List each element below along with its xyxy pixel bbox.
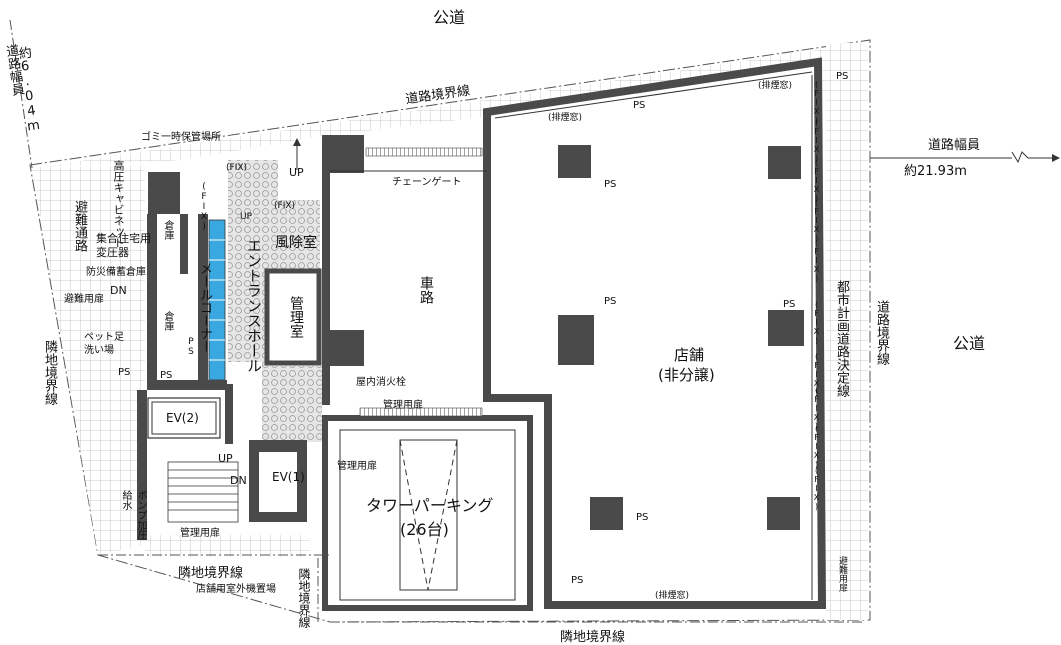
storage1-label: 倉庫 [162,220,173,240]
mgmt-room-label: 管理室 [288,296,304,338]
chain-gate-bar [365,147,483,157]
fire-storage-label: 防災備蓄倉庫 [86,267,146,278]
mgmt-door-label-2: 管理用扉 [383,400,423,411]
store-label: 店舗 [674,346,705,364]
up-small-label: UP [240,212,253,222]
fix-label-b: (FIX) [274,201,296,211]
up-top-label: UP [289,166,304,179]
wall [322,135,330,405]
road-width-right-1: 道路幅員 [928,138,981,153]
driveway-label: 車路 [418,276,434,304]
neighbor-boundary-bottom: 隣地境界線 [560,630,626,645]
high-voltage-cabinet: 高圧キャビネット [112,160,125,248]
fix-r4: (FIX) [812,198,821,243]
fix-label-c: (FIX) [199,182,209,232]
windbreak-room-label: 風除室 [275,235,317,251]
column [768,146,801,179]
tower-parking-count: (26台) [400,520,449,539]
smoke-window-1: (排煙窓) [548,113,583,123]
fix-r2: (FIX) [812,118,821,163]
column [768,310,804,346]
site-boundary [29,39,871,623]
fix-r9: (FIX) [812,424,821,469]
mgmt-room-box [264,268,322,366]
mgmt-door-label-1: 管理用扉 [180,528,220,539]
tower-parking-label: タワーパーキング [366,496,494,515]
road-width-right-2: 約21.93m [904,164,967,179]
entrance-hall-label: エントランスホール [245,238,263,373]
paving-bottom [145,535,310,557]
fix-r8: (FIX) [812,386,821,431]
neighbor-boundary-bottom-left: 隣地境界線 [178,566,244,581]
road-boundary-right: 道路境界線 [874,300,889,365]
ps-label-2: PS [160,370,173,381]
ps-label-1: PS [118,367,131,378]
store-note: (非分譲) [658,366,715,384]
mgmt-door-label-3: 管理用扉 [337,461,377,472]
garbage-storage: ゴミ一時保管場所 [141,132,221,143]
ev2-label: EV(2) [166,411,199,425]
outdoor-units-label: 店舗用室外機置場 [196,584,276,595]
wall [322,330,364,366]
fix-r10: (FIX) [812,466,821,511]
fix-r3: (FIX) [812,158,821,203]
tower-parking-box [322,415,533,611]
stairs [167,461,239,523]
ps-store-4: PS [636,512,649,523]
paving-top [32,42,868,168]
dn1-label: DN [110,284,127,297]
fix-r5: (FIX) [812,238,821,283]
paving-left [32,165,145,555]
fix-r6: (FIX) [812,300,821,345]
fix-label-a: (FIX) [226,163,248,173]
smoke-window-2: (排煙窓) [758,81,793,91]
neighbor-boundary-left: 隣地境界線 [42,340,57,405]
ev2-box [147,397,221,439]
planned-road-line: 都市計画道路決定線 [834,280,849,397]
ps-store-6: PS [633,100,646,111]
ps-store-2: PS [604,296,617,307]
up1-label: UP [218,452,233,465]
transformer-label: 集合住宅用変圧器 [96,232,151,259]
ps-store-3: PS [783,299,796,310]
column [558,315,594,365]
ps-store-1: PS [604,179,617,190]
column [590,497,623,530]
fix-r7: (FIX) [812,352,821,397]
evacuation-passage: 避難通路 [72,200,87,252]
pump-label: ポンプ加圧給水 [120,490,146,540]
public-road-right-label: 公道 [953,334,986,353]
entrance-floor [228,200,322,442]
mail-corner-label: メールコーナー [197,262,212,353]
dn2-label: DN [230,474,247,487]
paving-right [826,42,868,620]
evacuation-door-label: 避難用扉 [64,294,104,305]
road-boundary-top: 道路境界線 [404,83,472,108]
column [767,497,800,530]
ps-label-3: PS [186,337,196,357]
storage2-label: 倉庫 [162,311,173,331]
ps-store-5: PS [571,575,584,586]
chain-gate-label: チェーンゲート [392,177,462,188]
ev1-label: EV(1) [272,470,305,484]
evac-right-label: 避難用扉 [837,556,847,592]
column [558,145,591,178]
store-wall [483,57,827,609]
fix-r1: (FIX) [812,80,821,125]
neighbor-boundary-mid: 隣地境界線 [297,568,311,628]
ps-store-7: PS [836,71,849,82]
windbreak-floor [228,160,278,220]
indoor-hydrant-label: 屋内消火栓 [356,377,406,388]
pet-wash-label: ペット足洗い場 [84,332,124,356]
public-road-top-label: 公道 [433,8,466,27]
smoke-window-3: (排煙窓) [655,591,690,601]
